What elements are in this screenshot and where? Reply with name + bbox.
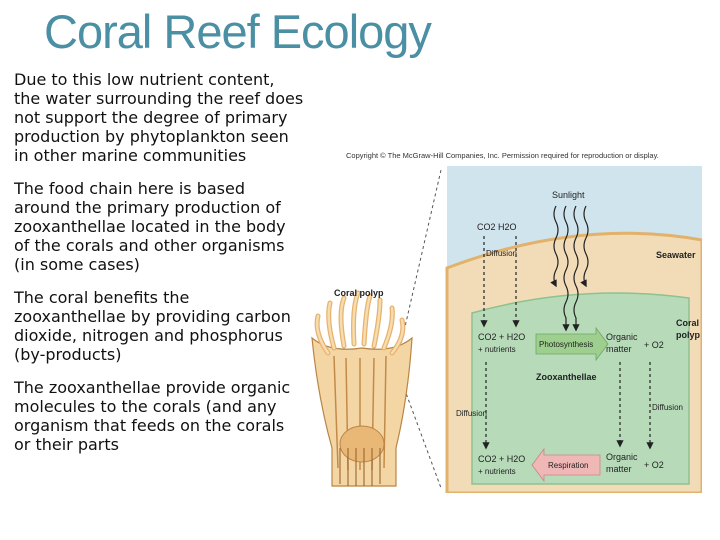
diffusion-label-left: Diffusion: [456, 409, 487, 418]
organic-matter-label-2: matter: [606, 344, 632, 354]
organic-matter-label-bottom-1: Organic: [606, 452, 638, 462]
reactants-label: CO2 + H2O: [478, 332, 525, 342]
photosynthesis-label: Photosynthesis: [539, 340, 593, 349]
diffusion-label-top: Diffusion: [486, 249, 517, 258]
pointer-line: [395, 365, 442, 489]
seawater-label: Seawater: [656, 250, 696, 260]
bullet-item: The coral benefits the zooxanthellae by …: [14, 288, 291, 364]
organic-matter-label-bottom-2: matter: [606, 464, 632, 474]
bullet-item: The food chain here is based around the …: [14, 179, 286, 274]
page-title: Coral Reef Ecology: [44, 5, 432, 58]
bullet-list: Due to this low nutrient content, the wa…: [14, 70, 304, 468]
bullet-item: Due to this low nutrient content, the wa…: [14, 70, 304, 165]
respiration-arrow: [531, 447, 601, 483]
sunlight-rays: [550, 205, 589, 332]
organic-matter-label-1: Organic: [606, 332, 638, 342]
o2-label-bottom: + O2: [644, 460, 664, 470]
respiration-label: Respiration: [548, 461, 588, 470]
sunlight-label: Sunlight: [552, 190, 585, 200]
products-label: CO2 + H2O: [478, 454, 525, 464]
co2-h2o-input-label: CO2 H2O: [477, 222, 517, 232]
diffusion-label-right: Diffusion: [652, 403, 683, 412]
zooxanthellae-label: Zooxanthellae: [536, 372, 597, 382]
coral-polyp-right-label-1: Coral: [676, 318, 699, 328]
coral-polyp-illustration: [311, 290, 413, 487]
photosynthesis-arrow: [535, 326, 609, 362]
nutrients-label: + nutrients: [478, 345, 516, 354]
coral-polyp-right-label-2: polyp: [676, 330, 701, 340]
o2-label: + O2: [644, 340, 664, 350]
coral-polyp-figure: Copyright © The McGraw-Hill Companies, I…: [304, 148, 702, 493]
figure-svg: Copyright © The McGraw-Hill Companies, I…: [311, 151, 702, 493]
bullet-item: The zooxanthellae provide organic molecu…: [14, 378, 291, 454]
copyright-notice: Copyright © The McGraw-Hill Companies, I…: [346, 151, 659, 160]
coral-polyp-label: Coral polyp: [334, 288, 384, 298]
zooxanthellae-cell: [471, 292, 690, 485]
nutrients-label-bottom: + nutrients: [478, 467, 516, 476]
